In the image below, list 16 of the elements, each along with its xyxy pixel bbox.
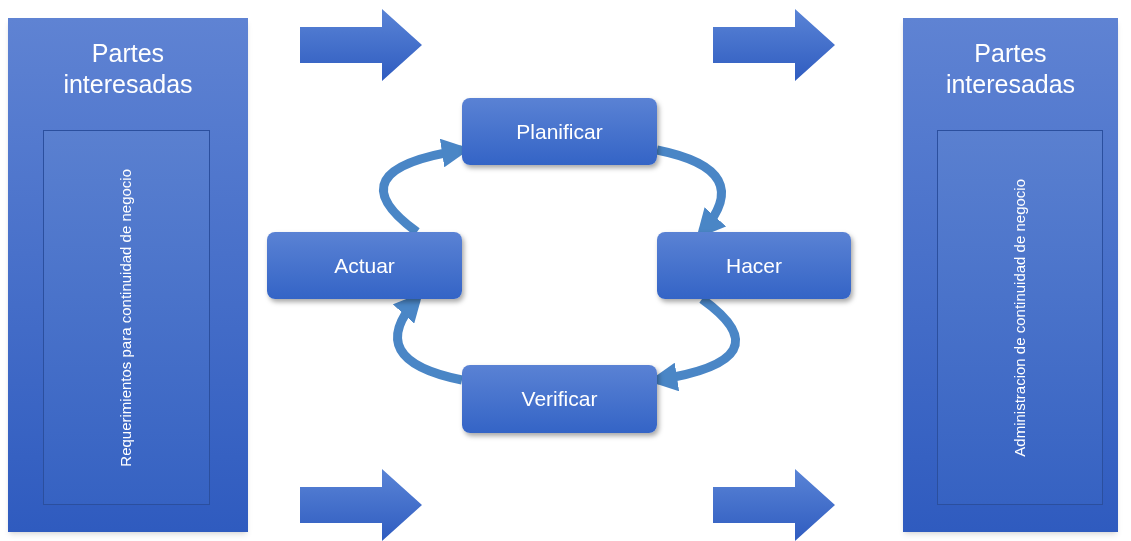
stakeholder-panel [903, 18, 1118, 532]
process-box [462, 98, 657, 165]
process-box [657, 232, 851, 299]
panel-title: Partes interesadas [62, 38, 194, 101]
inner-panel [937, 130, 1103, 505]
panel-title: Partes interesadas [944, 38, 1077, 101]
panel-text: Administracion de continuidad de negocio [1010, 178, 1029, 457]
step-label: Verificar [521, 386, 598, 413]
panel-text: Requerimientos para continuidad de negocio [117, 168, 136, 467]
step-label: Hacer [726, 252, 782, 279]
process-box [267, 232, 462, 299]
stakeholder-panel [8, 18, 248, 532]
step-label: Planificar [516, 118, 603, 145]
process-box [462, 365, 657, 433]
inner-panel [43, 130, 210, 505]
step-label: Actuar [334, 252, 395, 279]
